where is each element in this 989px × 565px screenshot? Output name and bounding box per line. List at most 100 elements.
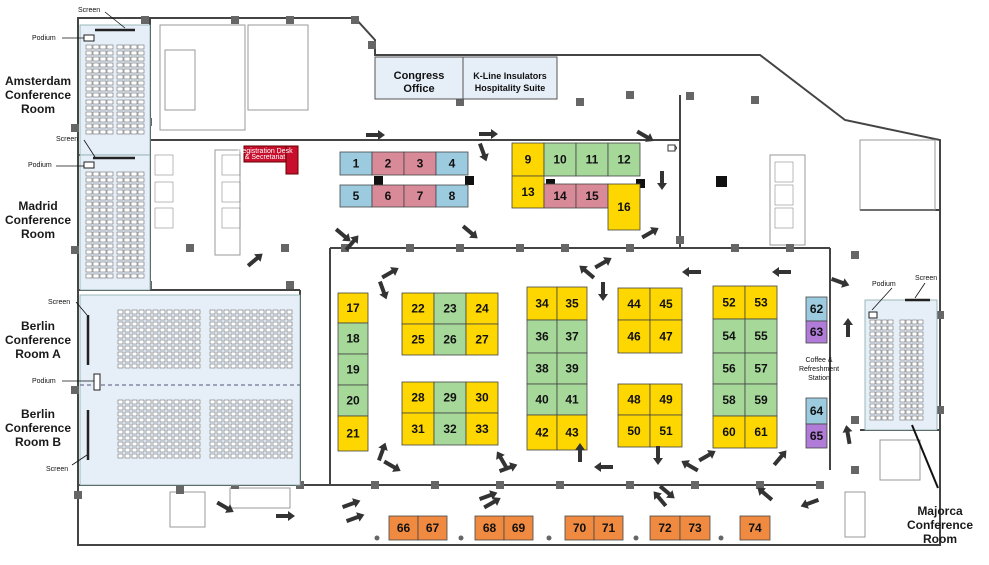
seat	[911, 337, 918, 343]
booth-42[interactable]	[526, 414, 558, 451]
booth-61[interactable]	[744, 415, 778, 449]
seat	[138, 321, 145, 327]
booth-20[interactable]	[337, 384, 369, 417]
seat	[145, 447, 152, 453]
pillar	[351, 16, 359, 24]
seat	[237, 345, 244, 351]
seat	[223, 327, 230, 333]
seat	[905, 379, 912, 385]
seat	[869, 319, 876, 325]
seat	[272, 423, 279, 429]
seat	[279, 309, 286, 315]
booth-69[interactable]	[503, 515, 534, 541]
booth-37[interactable]	[556, 319, 588, 354]
booth-label-7: 7	[417, 189, 424, 203]
seat	[194, 453, 201, 459]
booth-label-41: 41	[565, 393, 579, 407]
seat	[194, 309, 201, 315]
seat	[194, 441, 201, 447]
booth-16[interactable]	[607, 183, 641, 231]
booth-67[interactable]	[417, 515, 448, 541]
seat	[911, 349, 918, 355]
booth-49[interactable]	[649, 383, 683, 416]
seat	[917, 367, 924, 373]
booth-32[interactable]	[433, 412, 467, 446]
seat	[899, 355, 906, 361]
booth-14[interactable]	[543, 183, 577, 209]
seat	[145, 363, 152, 369]
registration-desk-side	[285, 145, 299, 175]
seat	[92, 183, 100, 189]
booth-24[interactable]	[465, 292, 499, 325]
screen-label-berlin-a: Screen	[48, 299, 70, 306]
seat	[92, 213, 100, 219]
booth-40[interactable]	[526, 383, 558, 416]
booth-47[interactable]	[649, 319, 683, 354]
booth-65[interactable]	[805, 423, 828, 449]
seat	[130, 267, 138, 273]
booth-71[interactable]	[593, 515, 624, 541]
booth-28[interactable]	[401, 381, 435, 414]
seat	[286, 441, 293, 447]
booth-11[interactable]	[575, 142, 609, 177]
seat	[180, 327, 187, 333]
seat	[887, 355, 894, 361]
pillar	[368, 41, 376, 49]
booth-73[interactable]	[679, 515, 711, 541]
booth-21[interactable]	[337, 415, 369, 452]
direction-arrow	[345, 512, 365, 523]
seat	[911, 409, 918, 415]
booth-55[interactable]	[744, 318, 778, 354]
booth-31[interactable]	[401, 412, 435, 446]
booth-66[interactable]	[388, 515, 419, 541]
booth-23[interactable]	[433, 292, 467, 325]
booth-8[interactable]	[435, 184, 469, 208]
booth-74[interactable]	[739, 515, 771, 541]
booth-36[interactable]	[526, 319, 558, 354]
direction-arrow	[653, 491, 668, 508]
direction-arrow	[496, 451, 509, 469]
seat	[130, 62, 138, 68]
booth-19[interactable]	[337, 353, 369, 386]
booth-63[interactable]	[805, 320, 828, 344]
booth-label-27: 27	[475, 333, 489, 347]
pillar	[756, 481, 764, 489]
booth-12[interactable]	[607, 142, 641, 177]
booth-46[interactable]	[617, 319, 651, 354]
pillar	[141, 16, 149, 24]
seat	[258, 321, 265, 327]
seat	[137, 171, 145, 177]
booth-label-66: 66	[397, 521, 411, 535]
booth-4[interactable]	[435, 151, 469, 176]
booth-label-71: 71	[602, 521, 616, 535]
booth-39[interactable]	[556, 352, 588, 385]
seat	[92, 231, 100, 237]
booth-15[interactable]	[575, 183, 609, 209]
seat	[117, 315, 124, 321]
booth-27[interactable]	[465, 323, 499, 356]
direction-arrow	[658, 484, 675, 499]
seat	[899, 373, 906, 379]
booth-43[interactable]	[556, 414, 588, 451]
seat	[905, 331, 912, 337]
seat	[911, 343, 918, 349]
seat	[131, 417, 138, 423]
booth-50[interactable]	[617, 414, 651, 448]
booth-51[interactable]	[649, 414, 683, 448]
booth-60[interactable]	[712, 415, 746, 449]
seat	[917, 403, 924, 409]
booth-54[interactable]	[712, 318, 746, 354]
booth-58[interactable]	[712, 383, 746, 417]
booth-35[interactable]	[556, 286, 588, 321]
seat	[137, 92, 145, 98]
seat	[180, 351, 187, 357]
seat	[99, 183, 107, 189]
booth-33[interactable]	[465, 412, 499, 446]
booth-30[interactable]	[465, 381, 499, 414]
seat	[123, 111, 131, 117]
booth-38[interactable]	[526, 352, 558, 385]
seat	[237, 357, 244, 363]
pillar	[556, 481, 564, 489]
booth-41[interactable]	[556, 383, 588, 416]
booth-53[interactable]	[744, 285, 778, 320]
